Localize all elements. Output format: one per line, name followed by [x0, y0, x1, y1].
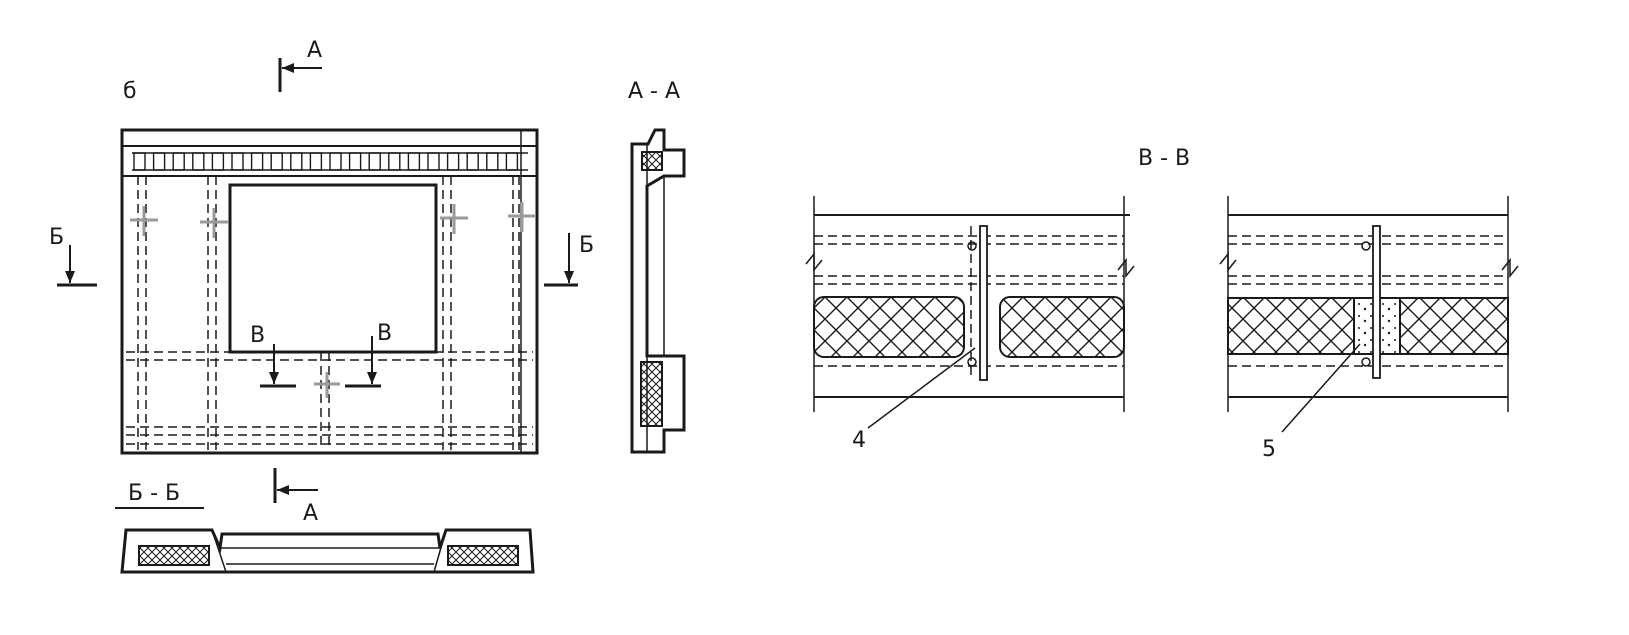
joint-detail-5: 5: [1219, 196, 1519, 462]
rib-square: [172, 152, 185, 171]
panel-outline: [120, 128, 539, 455]
rib-square: [152, 152, 166, 171]
cut-label-a-top: А: [307, 38, 322, 63]
rib-square: [388, 152, 401, 171]
rib-square: [466, 152, 479, 171]
rib-square: [231, 152, 244, 171]
cut-marker-a-top: А: [278, 38, 322, 92]
joint-detail-4: 4: [805, 196, 1135, 453]
cut-marker-v-right: В: [345, 321, 392, 388]
rib-square: [505, 152, 519, 171]
panel-elevation: б: [49, 38, 594, 526]
rib-square: [133, 152, 146, 171]
cut-marker-b-right: Б: [544, 233, 594, 287]
top-rib-band: [132, 152, 528, 171]
rib-square: [407, 152, 421, 171]
rib-square: [211, 152, 225, 171]
reinforcement-horizontal: [126, 351, 533, 445]
section-a-a: А - А: [628, 79, 686, 454]
callout-5: 5: [1262, 437, 1276, 462]
cut-label-b-left: Б: [49, 225, 64, 250]
view-label-b: б: [123, 79, 137, 104]
rib-square: [486, 152, 499, 171]
section-bb-outline: [120, 528, 535, 574]
cut-label-v-left: В: [250, 323, 265, 348]
section-v-v: В - В 4: [805, 146, 1519, 462]
window-opening: [228, 183, 438, 354]
section-label-bb: Б - Б: [128, 481, 180, 506]
section-aa-outline: [630, 128, 686, 454]
section-label-aa: А - А: [628, 79, 680, 104]
rib-square: [290, 152, 303, 171]
cut-marker-b-left: Б: [49, 225, 97, 287]
cut-marker-a-bottom: А: [273, 468, 318, 526]
mounting-marks: [130, 202, 536, 398]
cut-label-v-right: В: [377, 321, 392, 346]
rib-square: [348, 152, 362, 171]
cut-label-b-right: Б: [579, 233, 594, 258]
rib-square: [329, 152, 342, 171]
cut-label-a-bottom: А: [303, 501, 318, 526]
rib-square: [427, 152, 440, 171]
rib-square: [368, 152, 381, 171]
section-b-b: Б - Б: [115, 481, 535, 574]
rib-square: [309, 152, 323, 171]
rib-square: [270, 152, 283, 171]
section-label-vv: В - В: [1138, 146, 1190, 171]
rib-square: [446, 152, 460, 171]
cut-marker-v-left: В: [250, 323, 296, 388]
callout-4: 4: [852, 428, 866, 453]
rib-square: [250, 152, 264, 171]
rib-square: [192, 152, 205, 171]
